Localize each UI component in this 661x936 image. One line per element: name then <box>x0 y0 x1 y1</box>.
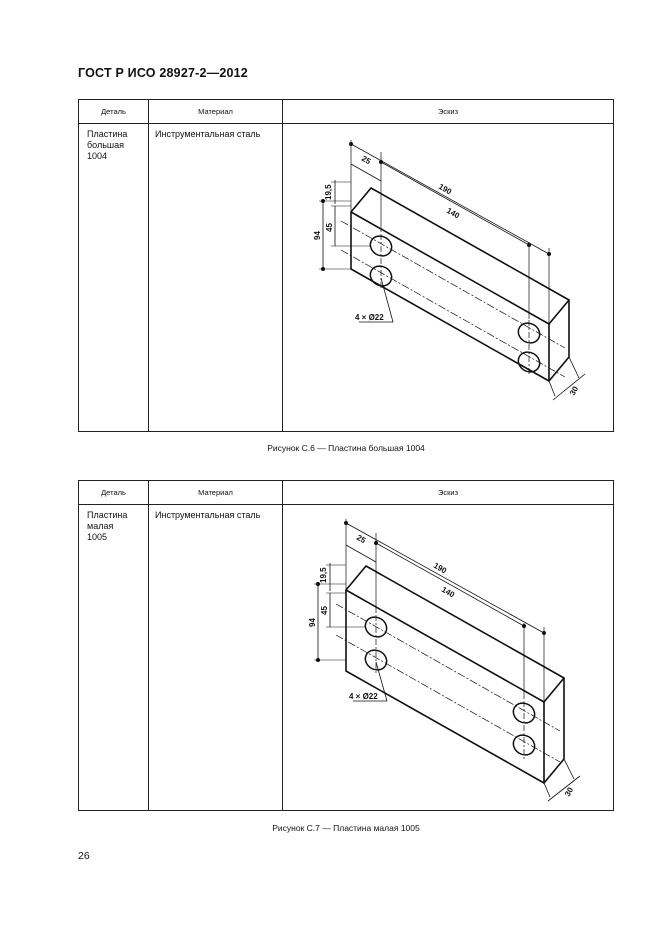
dim-label-d5: 94 <box>308 618 317 627</box>
part-table-1004: Деталь Материал Эскиз Пластина большая 1… <box>78 99 614 432</box>
header-material: Материал <box>198 107 233 116</box>
plate-drawing: 25 190 140 19,5 94 45 30 4 × Ø22 <box>313 140 586 401</box>
dim-label-d1: 25 <box>360 154 373 167</box>
dim-label-d6: 45 <box>320 606 329 615</box>
dim-label-d4: 19,5 <box>319 567 328 583</box>
dim-label-d6: 45 <box>325 223 334 232</box>
dim-label-holes: 4 × Ø22 <box>355 313 384 322</box>
part-name-line-1: Пластина <box>87 510 128 520</box>
part-name-line-1: Пластина <box>87 129 128 139</box>
header-material: Материал <box>198 488 233 497</box>
header-sketch: Эскиз <box>437 107 459 116</box>
material-cell: Инструментальная сталь <box>155 510 261 520</box>
dim-label-holes: 4 × Ø22 <box>349 692 378 701</box>
dim-label-d5: 94 <box>313 231 322 240</box>
sketch-cell: 25 190 140 19,5 94 45 30 4 × Ø22 <box>283 124 613 431</box>
table-header-row <box>79 100 613 124</box>
part-name-line-3: 1004 <box>87 151 108 161</box>
figure-caption-c6: Рисунок С.6 — Пластина большая 1004 <box>267 443 425 453</box>
table-header-row <box>79 481 613 505</box>
part-name-line-3: 1005 <box>87 532 108 542</box>
part-table-1005: Деталь Материал Эскиз Пластина малая 100… <box>78 480 614 811</box>
material-cell: Инструментальная сталь <box>155 129 261 139</box>
part-name-line-2: большая <box>87 140 125 150</box>
header-part: Деталь <box>101 107 126 116</box>
dim-label-d7: 30 <box>563 785 576 798</box>
part-name-cell: Пластина малая 1005 <box>87 510 127 543</box>
sketch-cell: 25 190 140 19,5 94 45 30 4 × Ø22 <box>283 505 613 810</box>
plate-drawing: 25 190 140 19,5 94 45 30 4 × Ø22 <box>308 519 581 802</box>
dim-label-d2: 190 <box>432 561 449 576</box>
part-name-cell: Пластина большая 1004 <box>87 129 127 162</box>
standard-title: ГОСТ Р ИСО 28927-2—2012 <box>78 66 248 80</box>
figure-caption-c7: Рисунок С.7 — Пластина малая 1005 <box>272 823 420 833</box>
dim-label-d3: 140 <box>445 206 462 221</box>
page-number: 26 <box>78 850 90 862</box>
header-part: Деталь <box>101 488 126 497</box>
dim-label-d4: 19,5 <box>324 184 333 200</box>
header-sketch: Эскиз <box>437 488 459 497</box>
dim-label-d1: 25 <box>355 533 368 546</box>
part-name-line-2: малая <box>87 521 114 531</box>
